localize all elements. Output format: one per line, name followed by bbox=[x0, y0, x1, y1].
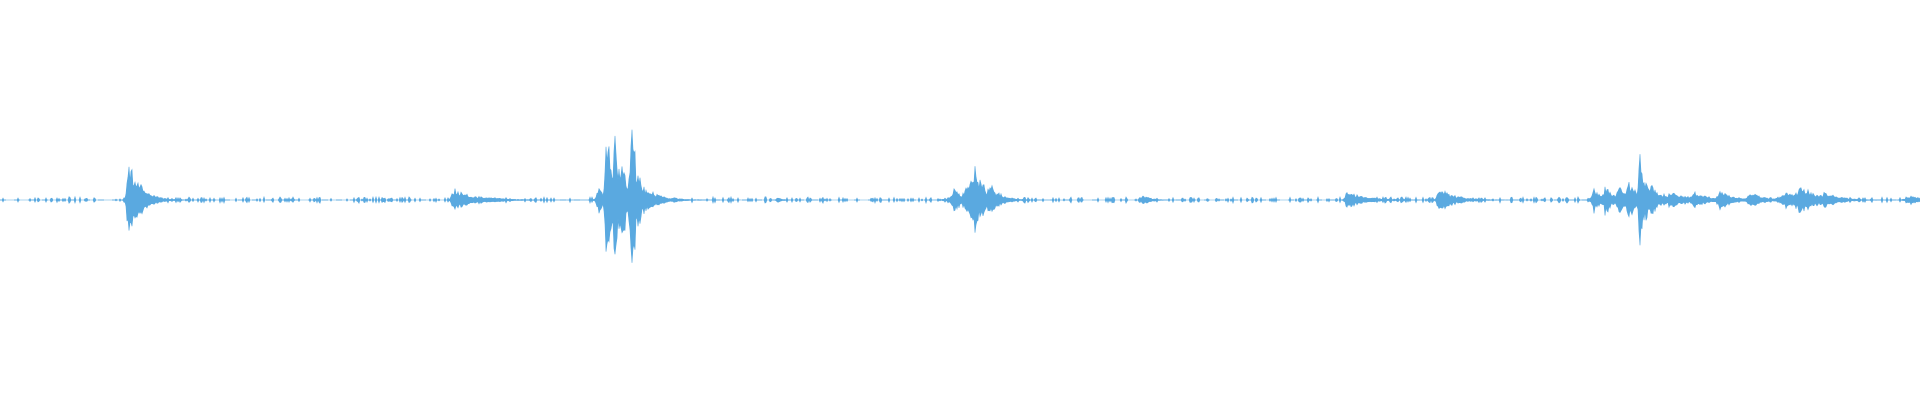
waveform-trace bbox=[0, 129, 1920, 263]
